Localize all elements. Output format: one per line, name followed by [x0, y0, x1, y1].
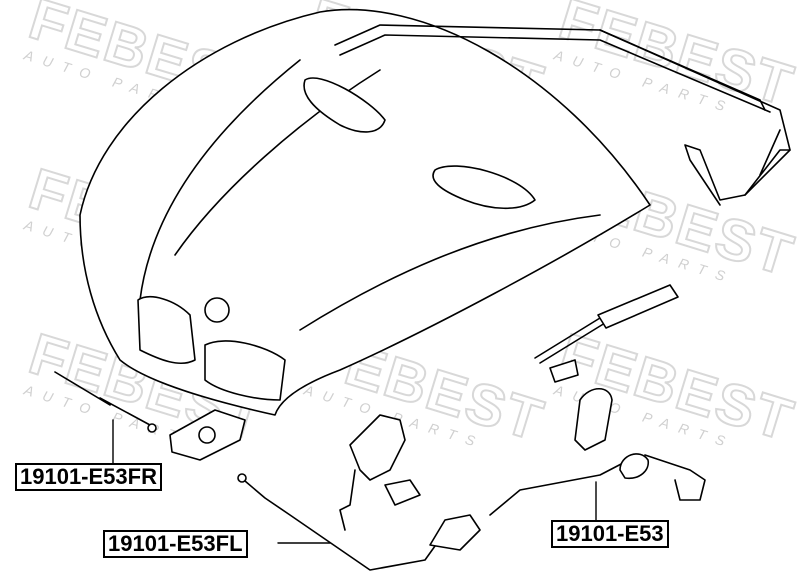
part-label-19101-e53fl: 19101-E53FL	[103, 530, 248, 558]
leader-lines	[112, 419, 597, 544]
part-label-19101-e53fr: 19101-E53FR	[15, 463, 162, 491]
latch-center	[339, 414, 421, 531]
hood-seal-frame	[334, 24, 791, 206]
part-label-19101-e53: 19101-E53	[551, 520, 669, 548]
hood	[79, 8, 651, 416]
gas-strut	[534, 284, 679, 383]
latch-right-part	[54, 371, 246, 461]
